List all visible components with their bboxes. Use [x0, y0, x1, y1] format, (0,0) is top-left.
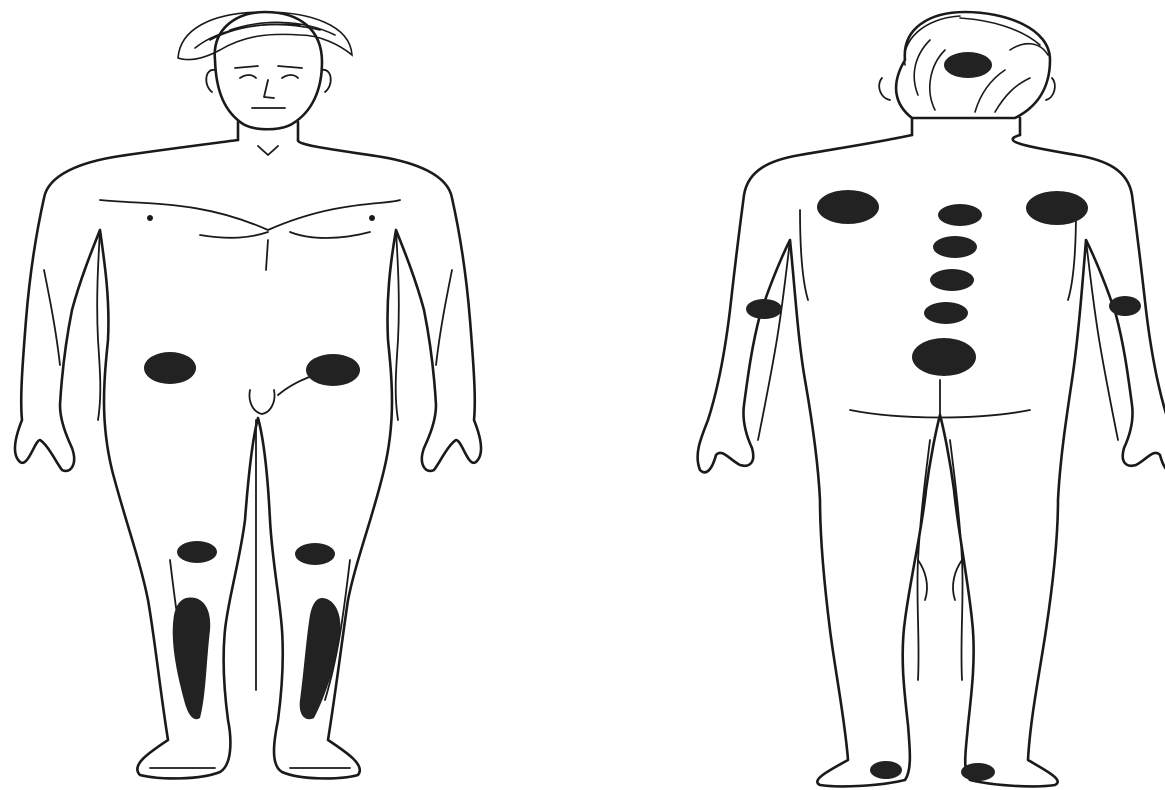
marker-front-left-hip: [144, 352, 196, 384]
marker-front-left-shin: [173, 597, 210, 719]
marker-back-spine-3: [930, 269, 974, 291]
marker-back-spine-4: [924, 302, 968, 324]
marker-back-right-heel: [961, 763, 995, 781]
marker-back-left-elbow: [746, 299, 782, 319]
marker-back-sacrum: [912, 338, 976, 376]
back-markers: [746, 52, 1141, 781]
marker-back-left-heel: [870, 761, 902, 779]
marker-front-left-knee: [177, 541, 217, 563]
front-head: [178, 12, 352, 155]
marker-back-left-shoulder: [817, 190, 879, 224]
marker-back-spine-2: [933, 236, 977, 258]
marker-back-head: [944, 52, 992, 78]
marker-back-right-shoulder: [1026, 191, 1088, 225]
back-body-outline: [698, 135, 1165, 786]
marker-front-right-hip: [306, 354, 360, 386]
marker-back-right-elbow: [1109, 296, 1141, 316]
front-view: [15, 12, 481, 778]
back-view: [698, 12, 1165, 786]
marker-back-spine-1: [938, 204, 982, 226]
marker-front-right-knee: [295, 543, 335, 565]
